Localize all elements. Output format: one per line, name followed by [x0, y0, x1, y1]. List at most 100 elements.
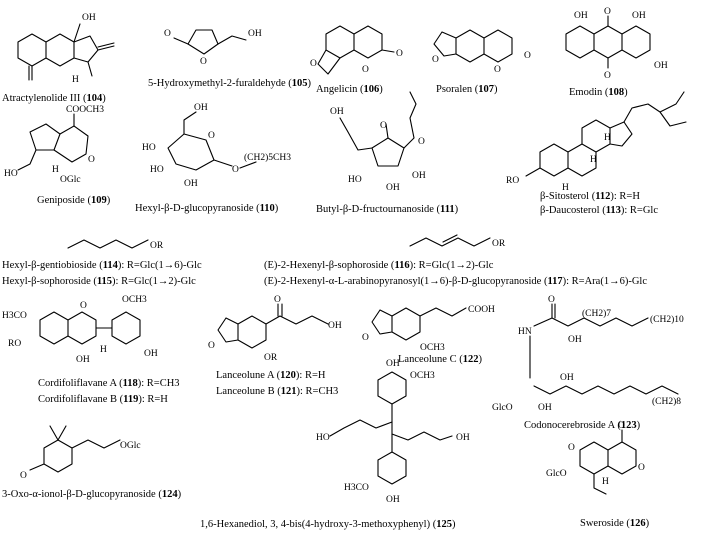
atom-o: O: [432, 55, 439, 65]
label-110: Hexyl-β-D-glucopyranoside (110): [135, 203, 279, 214]
atom-c8: (CH2)8: [652, 396, 681, 407]
atom-h: H: [562, 183, 569, 193]
atom-o: O: [232, 165, 239, 175]
label-105: 5-Hydroxymethyl-2-furaldehyde (105): [148, 78, 312, 89]
label-119: Cordifoliflavane B (119): R=H: [38, 394, 168, 405]
atom-oh: OH: [386, 359, 400, 369]
label-113: β-Daucosterol (113): R=Glc: [540, 205, 658, 216]
structure-114-115: OR: [67, 239, 164, 251]
structure-122: COOH O OCH3: [362, 305, 495, 353]
atom-or: OR: [492, 239, 506, 249]
structure-106: O O O: [310, 25, 403, 75]
structure-125: OH OCH3 HO OH H3CO OH: [316, 359, 470, 505]
structure-109: COOCH3 O HO OGlc H: [4, 105, 104, 185]
atom-coch3: COOCH3: [66, 105, 104, 115]
label-107: Psoralen (107): [436, 84, 498, 95]
atom-o: O: [524, 51, 531, 61]
atom-o: O: [396, 49, 403, 59]
structure-116-117: OR: [409, 234, 506, 249]
atom-ro: RO: [8, 339, 21, 349]
atom-oh: OH: [248, 29, 262, 39]
atom-h: H: [52, 165, 59, 175]
structure-110: OH HO HO OH O O (CH2)5CH3: [142, 103, 291, 189]
atom-or: OR: [150, 241, 164, 251]
atom-o: O: [20, 471, 27, 481]
label-124: 3-Oxo-α-ionol-β-D-glucopyranoside (124): [2, 489, 182, 500]
atom-oh: OH: [76, 355, 90, 365]
atom-o: O: [200, 57, 207, 67]
atom-o: O: [274, 295, 281, 305]
atom-oh: OH: [330, 107, 344, 117]
atom-oglc: OGlc: [60, 175, 81, 185]
atom-oh: OH: [538, 403, 552, 413]
atom-oglc: OGlc: [120, 441, 141, 451]
atom-oh: OH: [328, 321, 342, 331]
atom-oh: OH: [654, 61, 668, 71]
atom-oh: OH: [568, 335, 582, 345]
label-111: Butyl-β-D-fructournanoside (111): [316, 204, 459, 215]
label-115: Hexyl-β-sophoroside (115): R=Glc(1→2)-Gl…: [2, 276, 196, 287]
atom-ho: HO: [316, 433, 330, 443]
atom-o: O: [618, 421, 625, 431]
atom-h: H: [590, 155, 597, 165]
atom-oh: OH: [412, 171, 426, 181]
atom-c7: (CH2)7: [582, 308, 611, 319]
atom-ho: HO: [348, 175, 362, 185]
label-109: Geniposide (109): [37, 195, 111, 206]
structure-126: O O O GlcO H: [546, 421, 645, 495]
atom-o: O: [164, 29, 171, 39]
atom-oh: OH: [574, 11, 588, 21]
atom-o: O: [88, 155, 95, 165]
label-112: β-Sitosterol (112): R=H: [540, 191, 640, 202]
label-126: Sweroside (126): [580, 518, 650, 529]
atom-o: O: [208, 341, 215, 351]
structure-107: O O O: [432, 29, 531, 75]
atom-o: O: [362, 65, 369, 75]
atom-o: O: [568, 443, 575, 453]
structure-111: OH O O HO OH OH: [330, 91, 426, 193]
atom-glco: GlcO: [492, 403, 513, 413]
label-116: (E)-2-Hexenyl-β-sophoroside (116): R=Glc…: [264, 260, 494, 271]
atom-ro: RO: [506, 176, 519, 186]
atom-h3co: H3CO: [2, 311, 27, 321]
atom-oh: OH: [144, 349, 158, 359]
structure-120-121: O OH O OR: [208, 295, 342, 363]
atom-ho: HO: [150, 165, 164, 175]
atom-och3: OCH3: [420, 343, 445, 353]
structure-112-113: RO H H H: [506, 91, 687, 193]
structure-123: O HN OH (CH2)7 (CH2)10 GlcO OH OH (CH2)8: [492, 295, 684, 413]
structure-108: OH O OH O OH: [565, 7, 668, 81]
atom-alkyl: (CH2)5CH3: [244, 152, 291, 163]
structure-105: O OH O: [164, 29, 262, 67]
atom-oh: OH: [194, 103, 208, 113]
label-106: Angelicin (106): [316, 84, 383, 95]
atom-ho: HO: [4, 169, 18, 179]
atom-oh: OH: [632, 11, 646, 21]
atom-o: O: [418, 137, 425, 147]
atom-o: O: [604, 71, 611, 81]
atom-hn: HN: [518, 327, 532, 337]
atom-oh: OH: [386, 495, 400, 505]
structure-118-119: H3CO RO O OH H OCH3 OH: [2, 295, 158, 365]
label-114: Hexyl-β-gentiobioside (114): R=Glc(1→6)-…: [2, 260, 202, 271]
atom-h: H: [72, 75, 79, 85]
atom-och3: OCH3: [410, 371, 435, 381]
atom-o: O: [604, 7, 611, 17]
structure-104: OH H: [17, 13, 115, 85]
atom-h: H: [604, 133, 611, 143]
atom-oh: OH: [82, 13, 96, 23]
label-108: Emodin (108): [569, 87, 628, 98]
atom-c10: (CH2)10: [650, 314, 684, 325]
atom-or: OR: [264, 353, 278, 363]
structure-124: O OGlc: [20, 425, 141, 481]
label-104: Atractylenolide III (104): [2, 93, 106, 104]
atom-o: O: [362, 333, 369, 343]
atom-oh: OH: [386, 183, 400, 193]
label-123: Codonocerebroside A (123): [524, 420, 641, 431]
atom-o: O: [80, 301, 87, 311]
atom-o: O: [380, 121, 387, 131]
atom-h3co: H3CO: [344, 483, 369, 493]
atom-o: O: [208, 131, 215, 141]
atom-o: O: [638, 463, 645, 473]
